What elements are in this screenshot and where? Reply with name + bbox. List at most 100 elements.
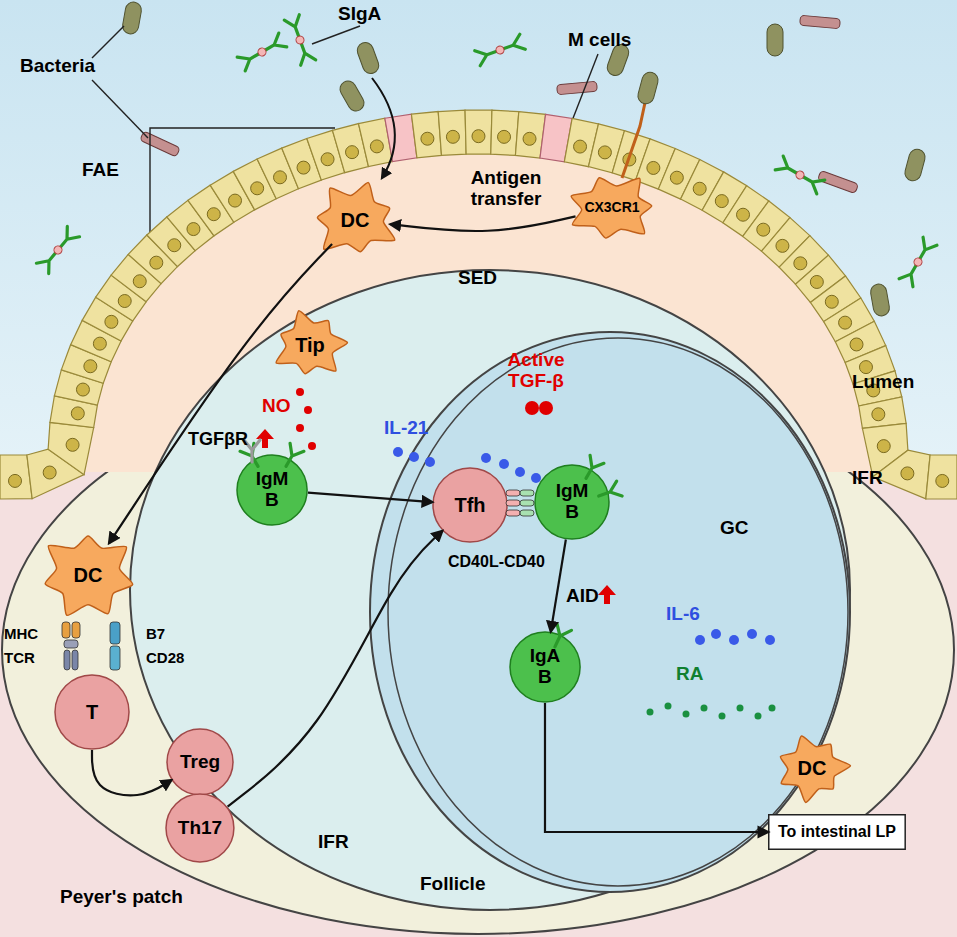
label-box: B7 — [146, 626, 165, 643]
cell-body — [55, 675, 129, 749]
nucleus — [93, 337, 106, 350]
secretory-component — [295, 35, 305, 45]
connector-arrow — [551, 540, 566, 632]
bacterium — [121, 1, 142, 35]
tcr-label: TCR — [4, 650, 35, 667]
antibody — [293, 39, 316, 65]
no-dot — [296, 424, 304, 432]
bacterium — [636, 70, 660, 105]
dendritic-cell: DC — [36, 527, 140, 623]
node-text: Th17 — [178, 818, 222, 839]
nucleus — [498, 130, 511, 143]
nucleus — [229, 194, 242, 207]
cell-body — [510, 632, 580, 702]
ifr-label: IFR — [852, 468, 883, 489]
nucleus — [737, 208, 750, 221]
dendritic-shape — [276, 311, 347, 374]
label-box: NO — [262, 396, 291, 417]
il21-dot — [409, 452, 419, 462]
increase-arrow — [256, 429, 274, 448]
il21-label: IL-21 — [384, 418, 428, 439]
label-box: TGFβR — [188, 430, 248, 450]
nucleus — [693, 182, 706, 195]
tcr-molecule — [64, 640, 78, 648]
epithelial-cell — [465, 110, 492, 154]
cd40 — [520, 510, 534, 516]
no-dot — [304, 406, 312, 414]
node-text: DC — [798, 757, 827, 779]
connector-arrow — [545, 703, 768, 832]
gc-outline — [370, 332, 850, 892]
peyers-patch-region: TfhIgM BIgA BGCTipIgM BDCFollicleDCCX3CR… — [0, 95, 957, 937]
label-box: IL-6 — [666, 604, 700, 625]
tgfbr-label: TGFβR — [188, 430, 248, 450]
nucleus — [757, 223, 770, 236]
lumen-label: Lumen — [852, 372, 914, 393]
follicle-region: TfhIgM BIgA BGCTipIgM BDCFollicle — [130, 270, 850, 910]
label-box: SED — [458, 268, 497, 289]
increase-arrow — [598, 585, 616, 604]
dendritic-shape — [780, 736, 850, 803]
dendritic-shape — [571, 178, 652, 238]
ra-dot — [647, 709, 654, 716]
nucleus — [446, 130, 459, 143]
patch-drawing — [0, 110, 957, 937]
edge-label-box: Antigen transfer — [458, 168, 554, 210]
label-box: TCR — [4, 650, 35, 667]
cell-body — [535, 465, 609, 539]
label-box: CD40L-CD40 — [448, 553, 545, 571]
node-text: GC — [720, 518, 749, 539]
siga — [237, 33, 287, 71]
label-box: Bacteria — [20, 56, 95, 77]
nucleus — [118, 295, 131, 308]
tcr-molecule — [64, 650, 70, 670]
antibody — [499, 34, 525, 57]
secretory-component — [52, 244, 63, 255]
tgfb-label: Active TGF-β — [488, 350, 584, 392]
siga — [775, 156, 825, 194]
sed-label: SED — [458, 268, 497, 289]
fae-label: FAE — [82, 160, 119, 181]
node-text: DC — [341, 209, 370, 231]
leader-line — [570, 54, 598, 126]
secretory-component — [913, 257, 924, 268]
nucleus — [472, 130, 485, 143]
bacterium — [800, 15, 841, 28]
iga-b-cell: IgA B — [509, 631, 581, 703]
il6-dot — [765, 635, 775, 645]
nucleus — [647, 161, 660, 174]
epithelial-cell — [48, 422, 94, 474]
antibody-stroke — [596, 481, 622, 504]
ra-dot — [737, 705, 744, 712]
secretory-component — [257, 47, 268, 58]
epithelial-cell — [411, 112, 441, 158]
nucleus — [598, 146, 611, 159]
dendritic-cell: DC — [773, 733, 851, 803]
nucleus — [794, 257, 807, 270]
cd40l — [506, 500, 520, 506]
nucleus — [105, 315, 118, 328]
nucleus — [168, 239, 181, 252]
antibody-stroke — [284, 15, 307, 41]
tgfb-dot — [525, 401, 539, 415]
il21-dot — [499, 459, 509, 469]
nucleus — [274, 171, 287, 184]
nucleus — [66, 438, 79, 451]
nucleus — [825, 295, 838, 308]
nucleus — [421, 132, 434, 145]
bacterium — [355, 40, 381, 76]
ifr-label: IFR — [318, 832, 349, 853]
node-text: Tfh — [454, 494, 485, 516]
nucleus — [150, 256, 163, 269]
node-text: To intestinal LP — [778, 823, 896, 841]
label-box: SIgA — [338, 4, 381, 25]
ra-dot — [769, 705, 776, 712]
leader-line — [92, 80, 148, 138]
cd28-label: CD28 — [146, 650, 184, 667]
bacterium — [903, 147, 927, 182]
cell-body — [167, 729, 233, 795]
nucleus — [133, 275, 146, 288]
cd40l — [506, 510, 520, 516]
ra-dot — [701, 705, 708, 712]
nucleus — [297, 161, 310, 174]
